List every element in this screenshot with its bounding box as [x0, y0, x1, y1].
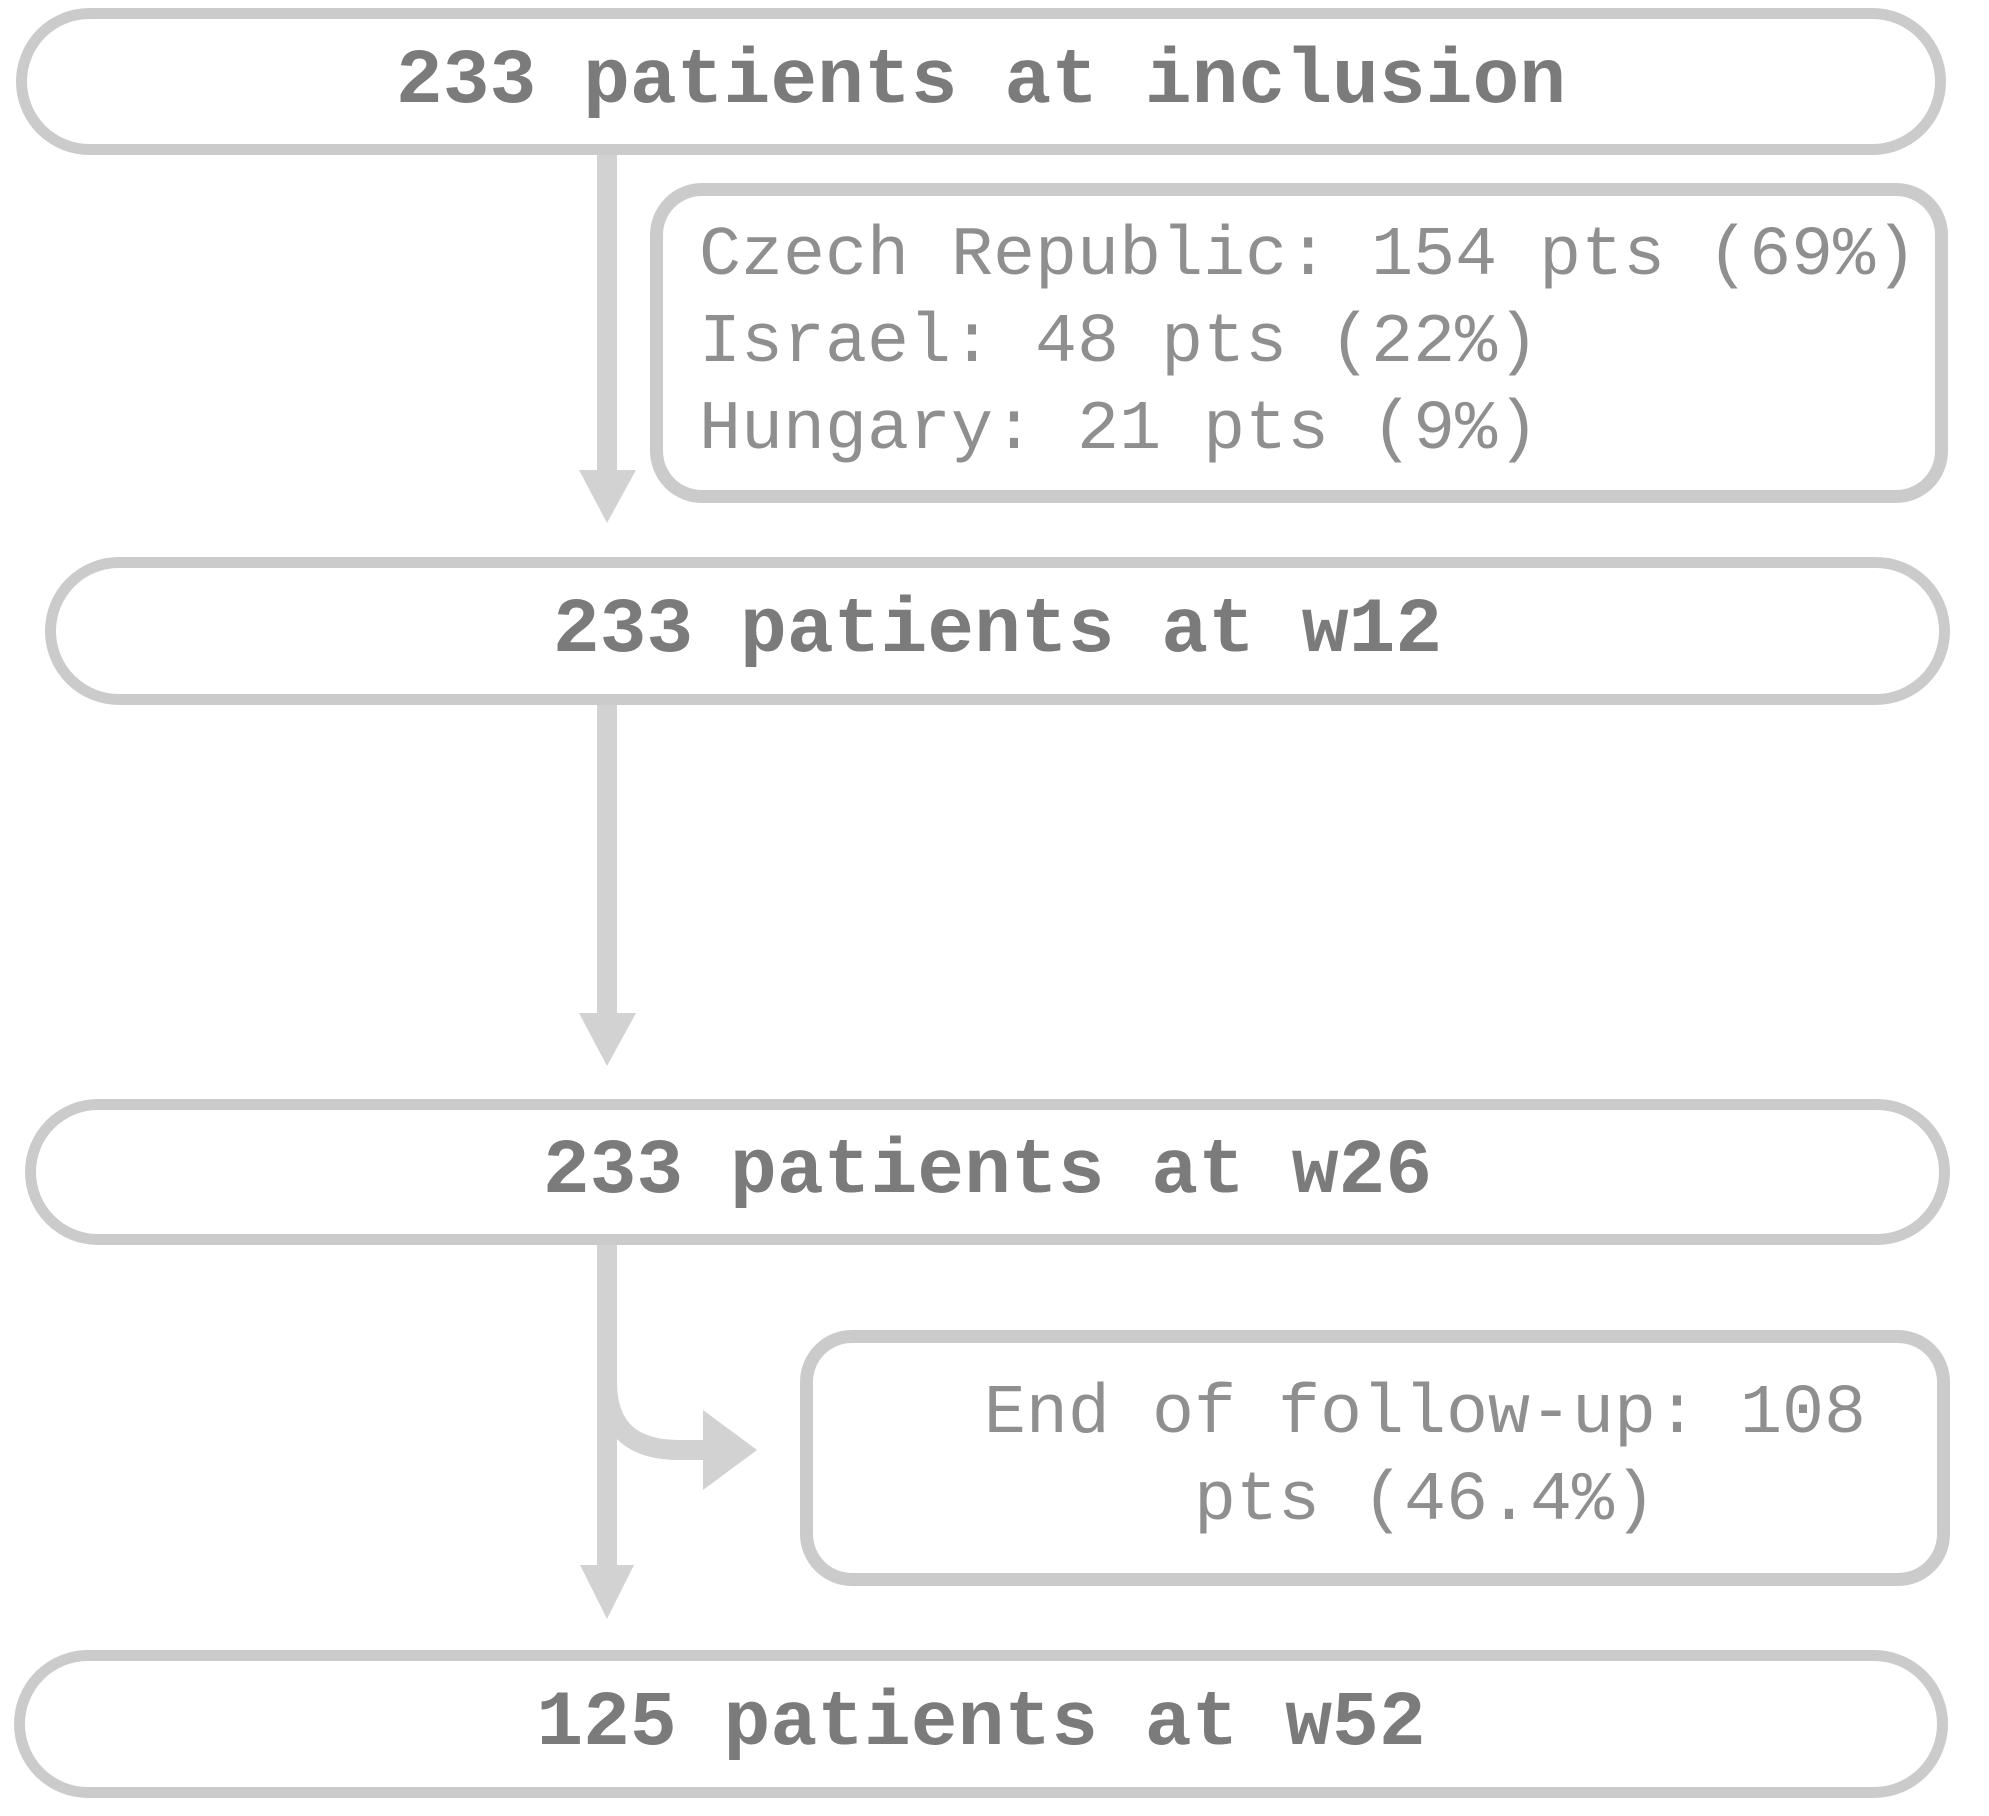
- note-end-of-followup: End of follow-up: 108 pts (46.4%): [800, 1330, 1950, 1586]
- flow-node-label: 125 patients at w52: [536, 1680, 1426, 1768]
- arrowhead-right-icon: [703, 1410, 757, 1490]
- arrowhead-down-icon: [579, 1013, 636, 1066]
- flow-node-inclusion: 233 patients at inclusion: [16, 8, 1946, 155]
- arrow-w12-to-w26: [579, 700, 636, 1066]
- arrow-branch-to-followup: [597, 1381, 757, 1490]
- note-line: End of follow-up: 108: [983, 1375, 1867, 1454]
- flow-node-label: 233 patients at inclusion: [395, 37, 1567, 126]
- flow-node-w26: 233 patients at w26: [25, 1099, 1950, 1245]
- note-line: pts (46.4%): [1193, 1462, 1657, 1541]
- flow-node-w52: 125 patients at w52: [14, 1650, 1948, 1798]
- arrowhead-down-icon: [580, 1565, 634, 1619]
- note-countries: Czech Republic: 154 pts (69%) Israel: 48…: [650, 183, 1948, 503]
- arrowhead-down-icon: [579, 470, 636, 523]
- arrow-inclusion-to-w12: [579, 150, 636, 523]
- note-line: Israel: 48 pts (22%): [699, 303, 1540, 383]
- flow-node-label: 233 patients at w12: [552, 587, 1443, 675]
- flow-node-label: 233 patients at w26: [542, 1128, 1433, 1216]
- note-line: Czech Republic: 154 pts (69%): [699, 216, 1918, 296]
- flow-node-w12: 233 patients at w12: [45, 557, 1950, 705]
- note-line: Hungary: 21 pts (9%): [699, 390, 1540, 470]
